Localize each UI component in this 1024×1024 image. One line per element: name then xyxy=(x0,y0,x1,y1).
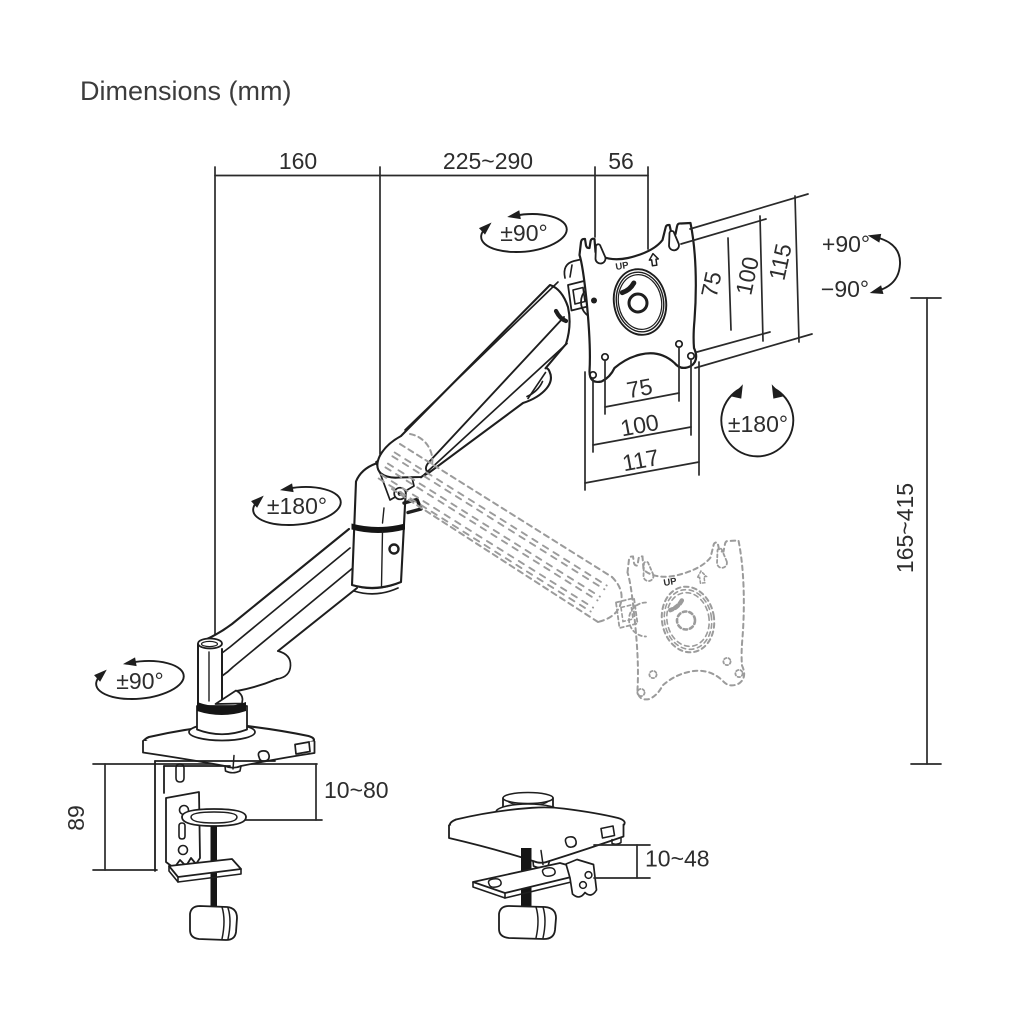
svg-text:117: 117 xyxy=(620,444,661,476)
svg-text:165~415: 165~415 xyxy=(892,483,918,573)
svg-text:±180°: ±180° xyxy=(728,411,788,437)
svg-text:±180°: ±180° xyxy=(267,493,327,519)
svg-text:115: 115 xyxy=(764,241,797,282)
svg-text:10~80: 10~80 xyxy=(324,777,389,803)
svg-text:10~48: 10~48 xyxy=(645,846,710,872)
svg-text:Dimensions (mm): Dimensions (mm) xyxy=(80,76,292,106)
svg-text:56: 56 xyxy=(608,148,634,174)
svg-text:160: 160 xyxy=(279,148,317,174)
svg-text:100: 100 xyxy=(618,409,660,442)
svg-text:±90°: ±90° xyxy=(500,220,547,246)
svg-text:UP: UP xyxy=(615,260,630,273)
svg-text:75: 75 xyxy=(696,269,727,299)
svg-text:UP: UP xyxy=(663,576,678,589)
svg-text:75: 75 xyxy=(625,373,655,403)
svg-text:+90°: +90° xyxy=(822,231,870,257)
svg-text:±90°: ±90° xyxy=(116,668,163,694)
svg-text:−90°: −90° xyxy=(821,276,869,302)
svg-text:89: 89 xyxy=(63,805,89,831)
svg-text:100: 100 xyxy=(730,254,763,297)
svg-text:225~290: 225~290 xyxy=(443,148,533,174)
